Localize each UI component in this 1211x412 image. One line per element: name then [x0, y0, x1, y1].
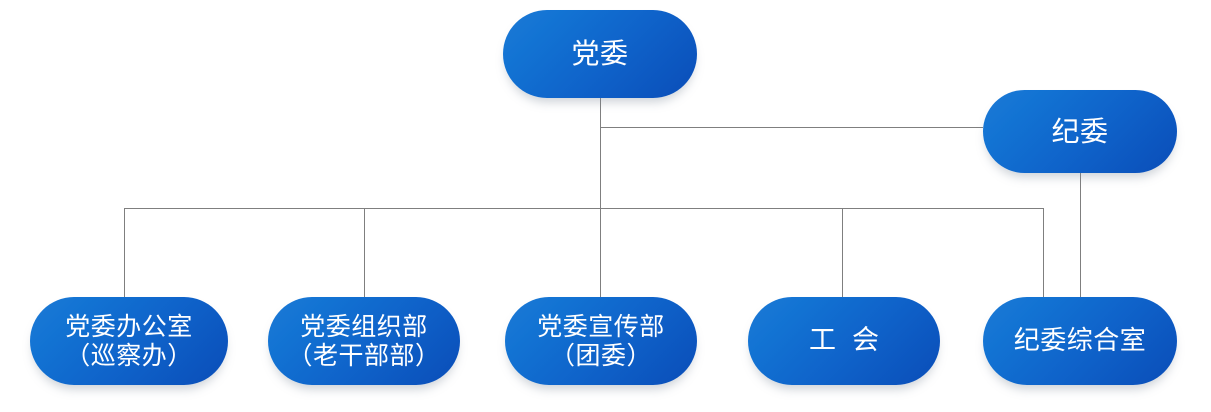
connector-drop-zuzhibu [364, 208, 365, 297]
node-dangwei-bangongshi-label: 党委办公室 （巡察办） [65, 311, 193, 371]
node-dangwei-xuanchuanbu-label: 党委宣传部 （团委） [537, 311, 665, 371]
connector-jiwei-to-zongheshi [1080, 173, 1081, 297]
node-dangwei-label: 党委 [571, 37, 629, 71]
connector-drop-gonghui [842, 208, 843, 297]
node-jiwei-label: 纪委 [1051, 114, 1109, 148]
node-jiwei-zongheshi-label: 纪委综合室 [1013, 325, 1147, 356]
node-gonghui[interactable]: 工会 [748, 297, 940, 385]
node-dangwei-zuzhibu-label: 党委组织部 （老干部部） [287, 311, 441, 371]
node-jiwei-zongheshi[interactable]: 纪委综合室 [983, 297, 1177, 385]
node-dangwei-zuzhibu[interactable]: 党委组织部 （老干部部） [268, 297, 460, 385]
connector-drop-zongheshi-from-bus [1043, 208, 1044, 297]
node-dangwei-xuanchuanbu[interactable]: 党委宣传部 （团委） [505, 297, 697, 385]
node-jiwei[interactable]: 纪委 [983, 90, 1177, 173]
connector-bus [124, 208, 1043, 209]
node-dangwei-bangongshi[interactable]: 党委办公室 （巡察办） [30, 297, 228, 385]
node-dangwei[interactable]: 党委 [503, 10, 697, 98]
connector-dangwei-to-jiwei [600, 127, 983, 128]
connector-drop-bangongshi [124, 208, 125, 297]
connector-dangwei-trunk [600, 98, 601, 297]
node-gonghui-label: 工会 [809, 325, 895, 357]
